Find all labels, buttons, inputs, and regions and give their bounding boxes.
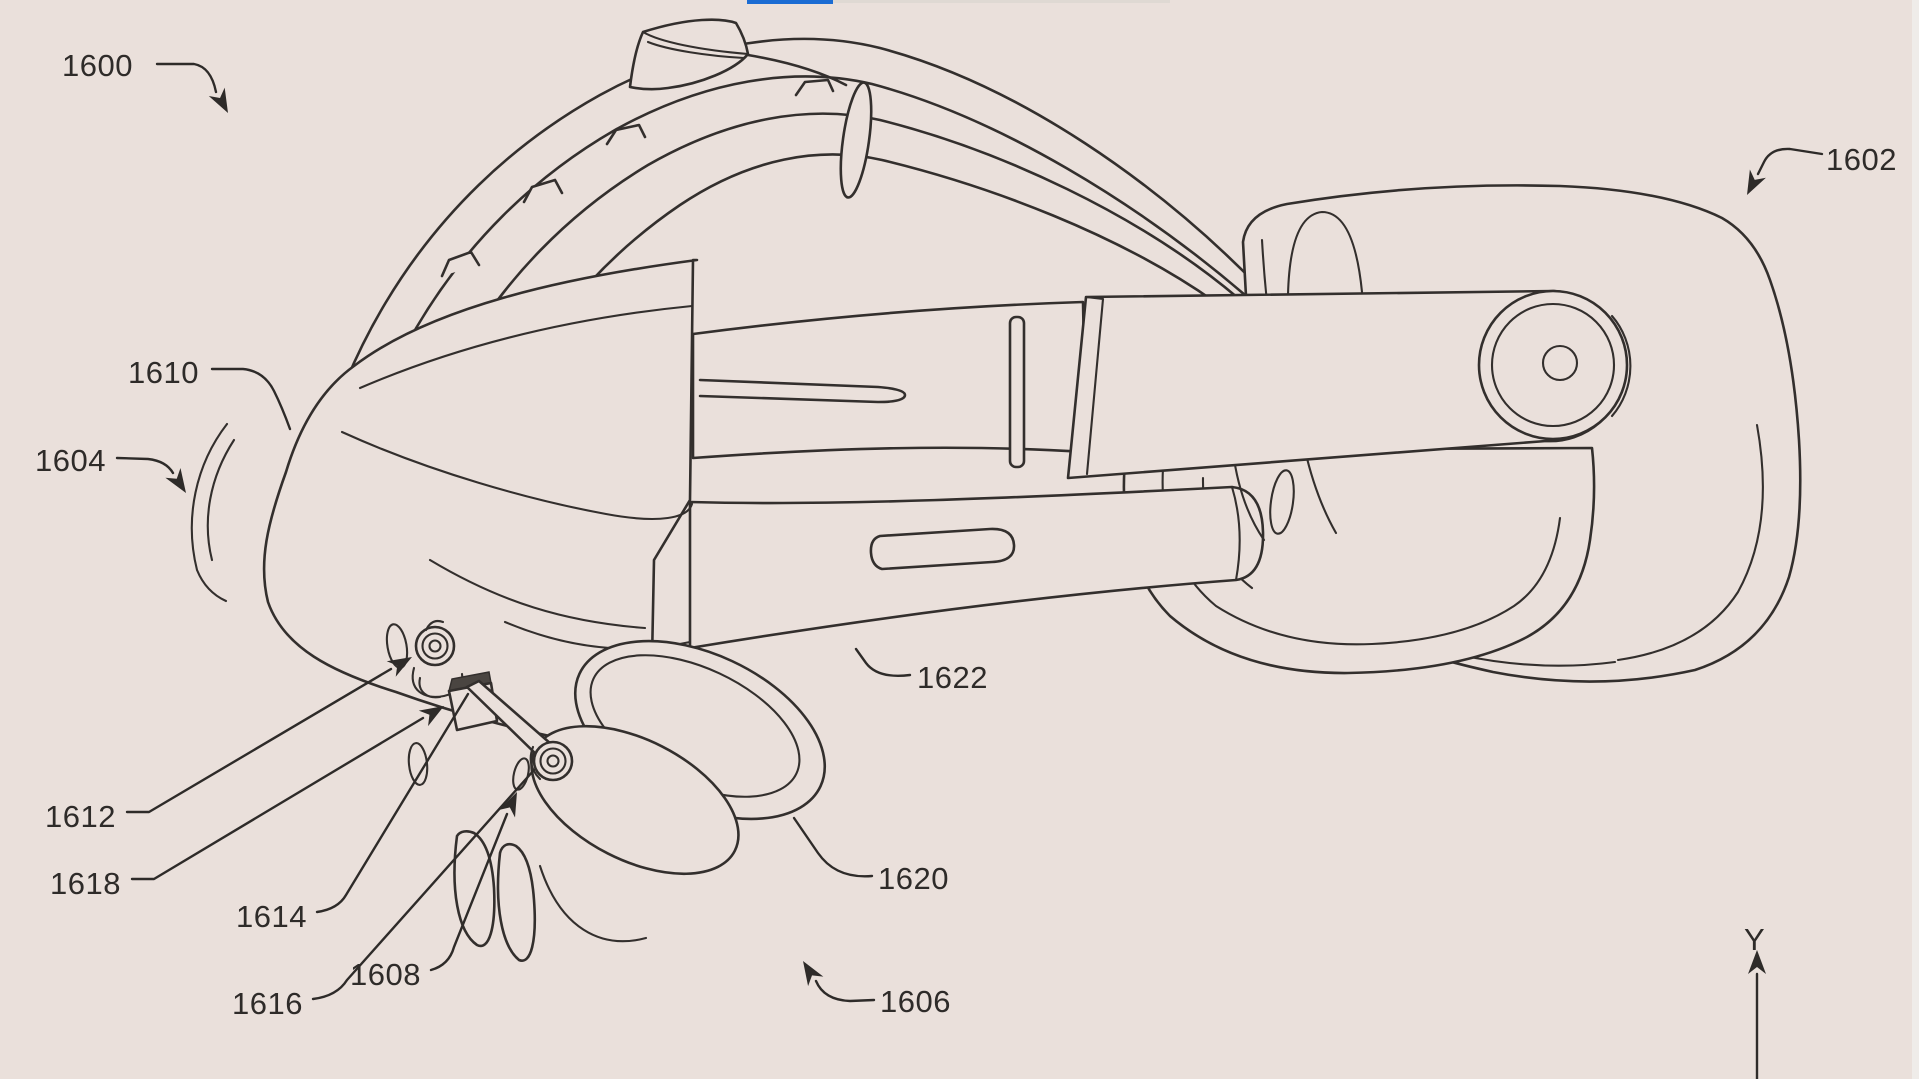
ref-label-1614: 1614	[236, 899, 307, 934]
strap-end-stop	[1008, 315, 1026, 469]
flip-visor	[453, 639, 827, 962]
adjustment-dial	[1477, 289, 1629, 441]
upper-strap-slot	[698, 378, 907, 404]
reference-labels: 1600 1602 1604 1606 1608 1610 1612 1614 …	[35, 48, 1897, 1021]
temple-arm	[1066, 289, 1632, 480]
ref-label-1608: 1608	[350, 957, 421, 992]
dial-center-hole	[1541, 344, 1579, 382]
ref-label-1602: 1602	[1826, 142, 1897, 177]
upper-strap	[691, 300, 1088, 469]
top-blue-bar	[747, 0, 833, 4]
visor-rim-finger	[453, 830, 496, 948]
right-edge-strip	[1912, 0, 1919, 1079]
ref-label-1610: 1610	[128, 355, 199, 390]
ref-label-1622: 1622	[917, 660, 988, 695]
top-adjustment-knob	[628, 18, 750, 91]
ratchet-bump	[794, 78, 835, 97]
ref-label-1600: 1600	[62, 48, 133, 83]
ref-label-1616: 1616	[232, 986, 303, 1021]
ratchet-bump	[440, 250, 481, 278]
ratchet-bump	[605, 123, 647, 146]
dial-side-bulge	[1610, 314, 1632, 418]
ref-label-1620: 1620	[878, 861, 949, 896]
lower-strap-slot	[869, 527, 1016, 571]
ref-label-1606: 1606	[880, 984, 951, 1019]
y-axis-label: Y	[1744, 922, 1765, 957]
face-gasket	[190, 422, 236, 603]
ratchet-bump	[522, 178, 564, 204]
ref-label-1604: 1604	[35, 443, 106, 478]
band-end-cap	[839, 81, 873, 199]
visor-rim-finger	[496, 842, 536, 962]
ratchet-cover-band	[746, 53, 873, 199]
ref-label-1612: 1612	[45, 799, 116, 834]
ref-label-1618: 1618	[50, 866, 121, 901]
top-gray-bar	[833, 0, 1170, 3]
lower-strap	[688, 485, 1265, 650]
hinge-hardware	[385, 619, 574, 791]
leader-lines	[115, 62, 1824, 1079]
